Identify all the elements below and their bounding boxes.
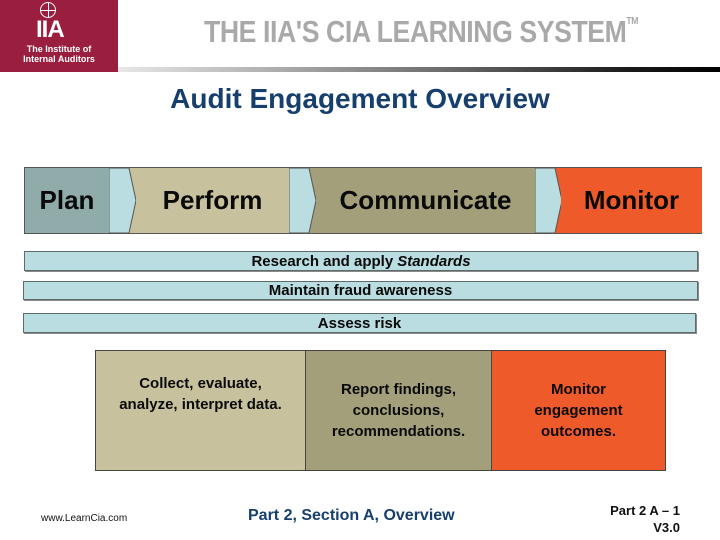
slide-reference: Part 2 A – 1 V3.0 (610, 503, 680, 535)
footer-title: Part 2, Section A, Overview (248, 507, 455, 524)
header-divider (118, 67, 720, 72)
activity-monitor: Monitor engagement outcomes. (492, 351, 665, 470)
trademark: TM (626, 16, 639, 27)
footer-url-link[interactable]: www.LearnCia.com (41, 513, 128, 524)
iia-logo: IIA The Institute of Internal Auditors (0, 0, 118, 72)
phase-plan: Plan (25, 168, 109, 233)
system-title: THE IIA'S CIA LEARNING SYSTEMTM (204, 14, 639, 49)
activity-row: Collect, evaluate, analyze, interpret da… (95, 350, 666, 471)
globe-logo-icon: IIA (36, 2, 82, 42)
activity-collect: Collect, evaluate, analyze, interpret da… (96, 351, 306, 470)
chevron-arrow-icon (289, 168, 324, 233)
logo-line-1: The Institute of (26, 44, 92, 54)
activity-report: Report findings, conclusions, recommenda… (306, 351, 492, 470)
logo-line-2: Internal Auditors (23, 54, 95, 64)
band-fraud-awareness: Maintain fraud awareness (23, 281, 698, 300)
band-assess-risk: Assess risk (23, 313, 696, 333)
phase-communicate: Communicate (316, 168, 535, 233)
phase-perform: Perform (136, 168, 289, 233)
page-title: Audit Engagement Overview (170, 83, 550, 114)
phase-bar: Plan Perform Communicate Monitor (24, 167, 702, 234)
phase-monitor: Monitor (561, 168, 702, 233)
